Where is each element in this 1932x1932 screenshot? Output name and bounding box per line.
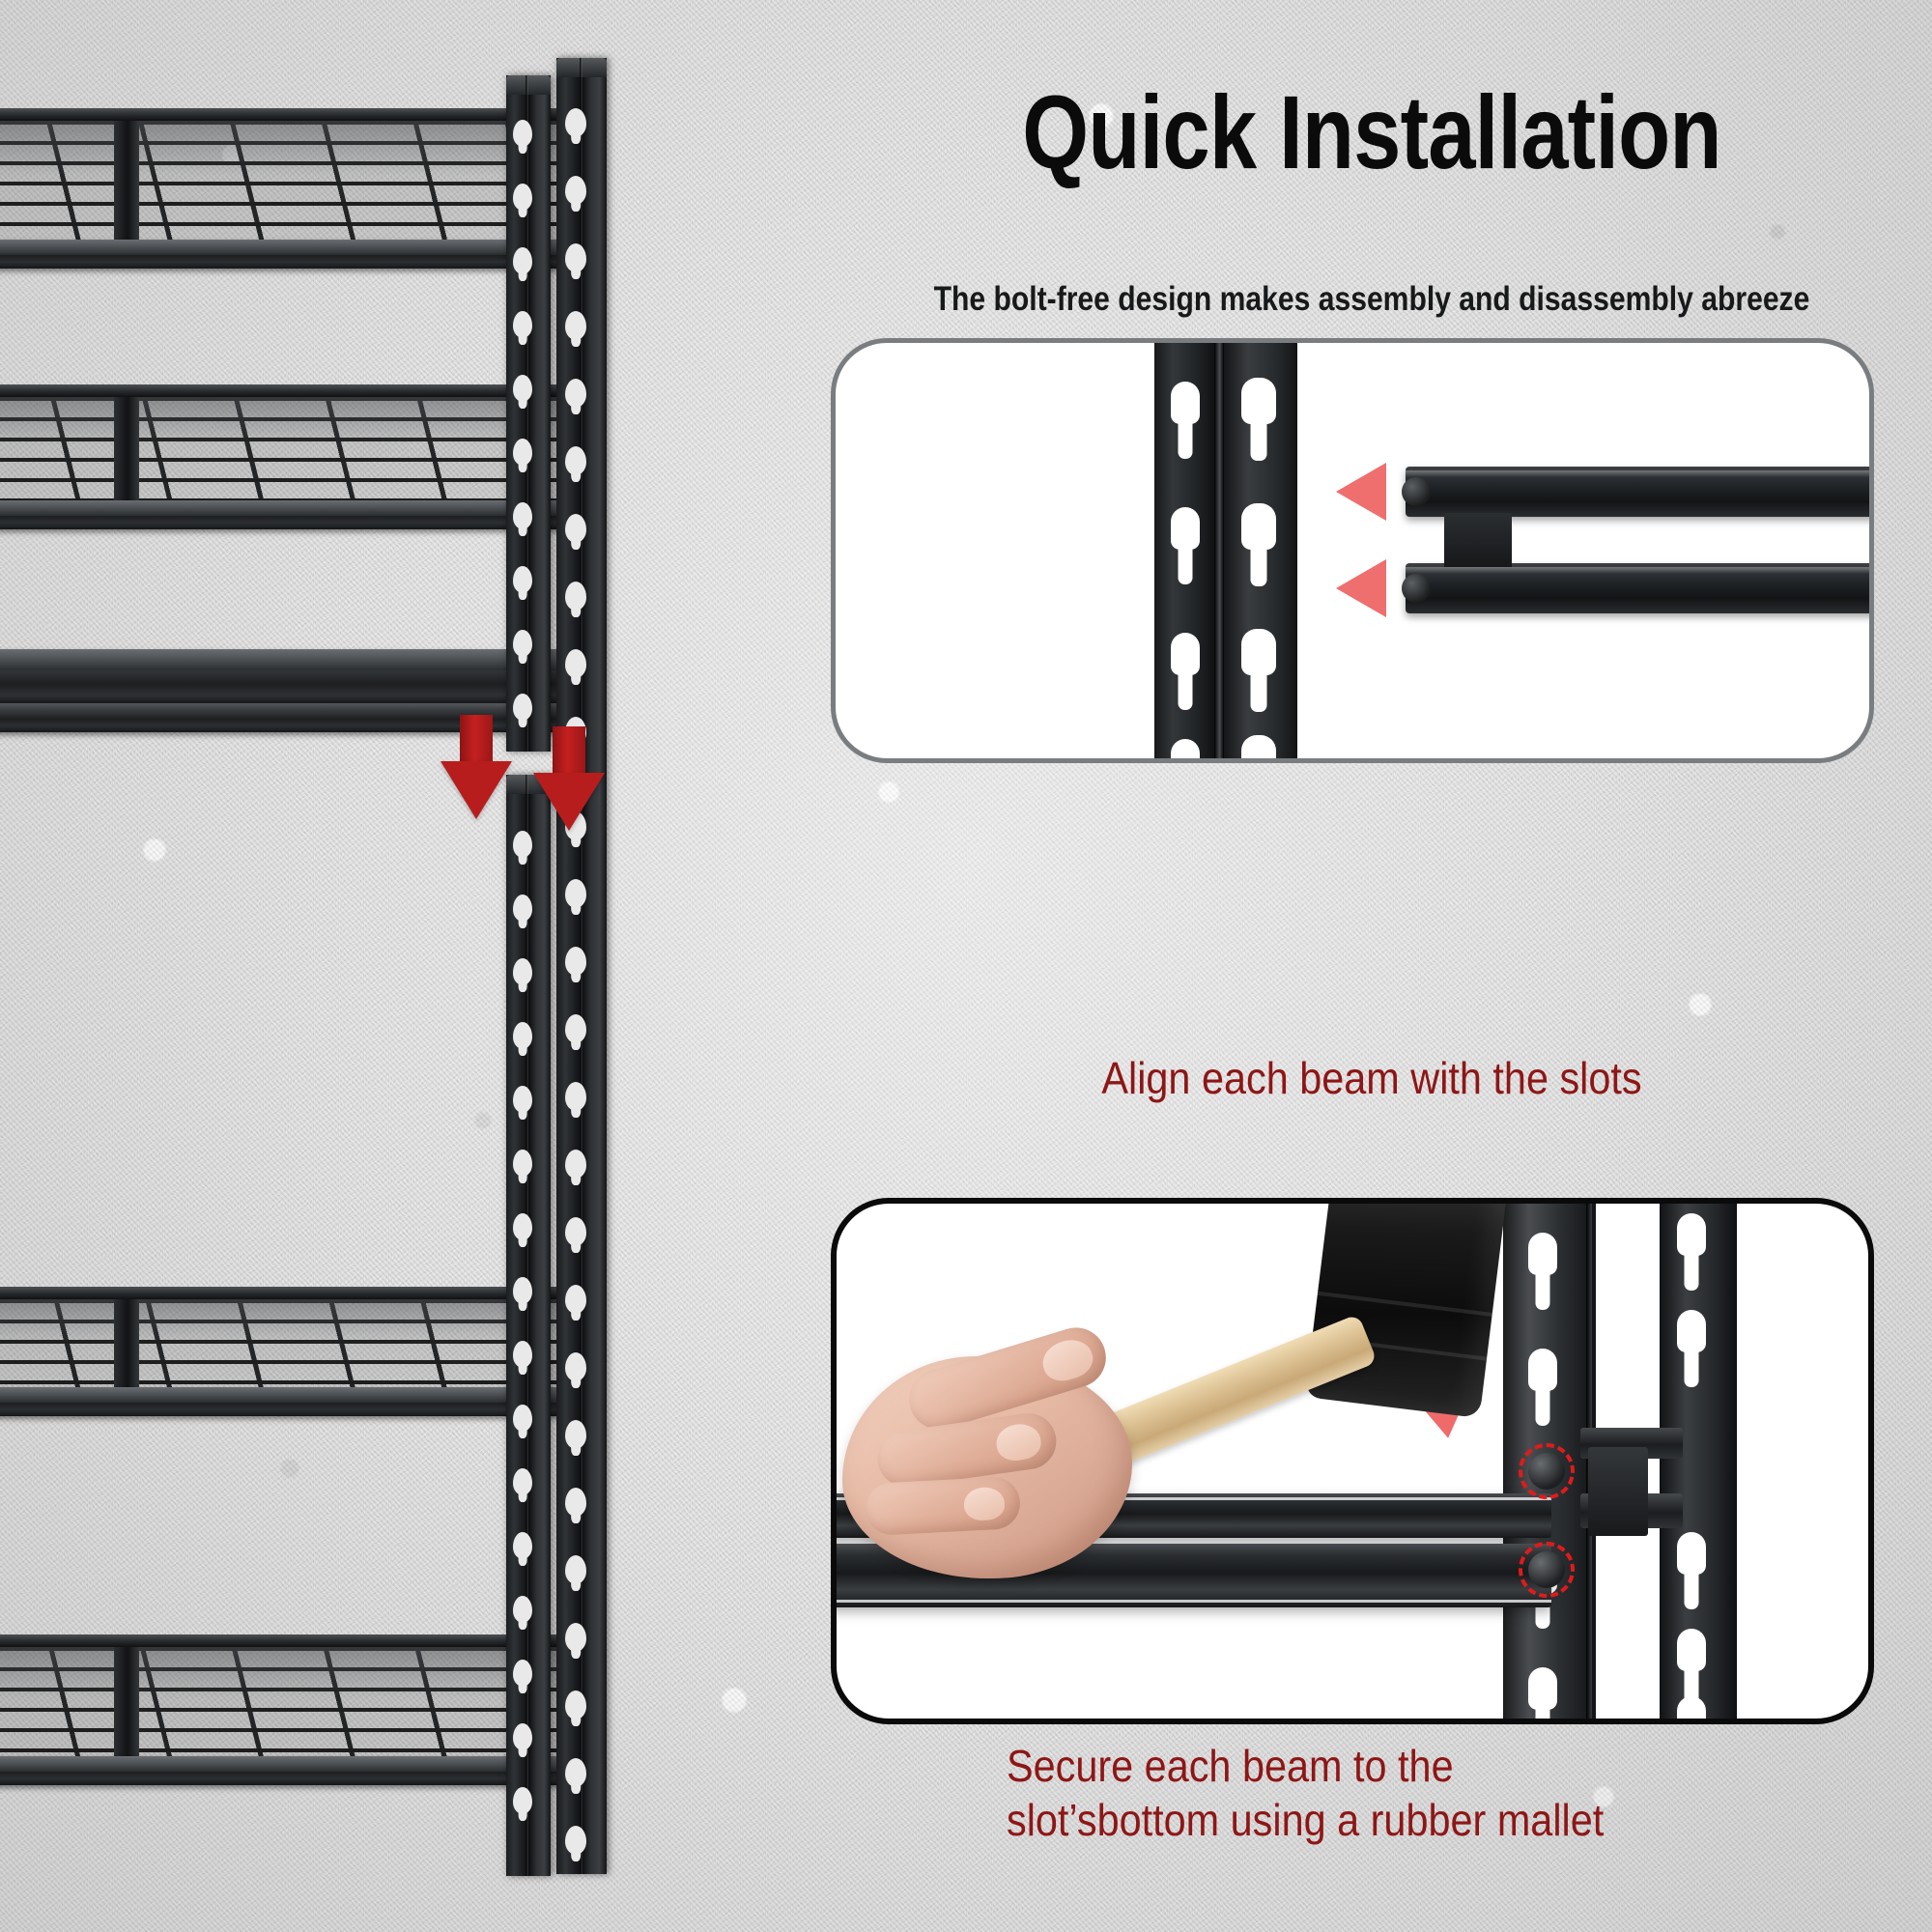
highlight-ring-upper	[1519, 1443, 1575, 1499]
beam-edge-upper	[837, 1497, 1551, 1500]
keyhole-slot	[1171, 507, 1200, 550]
panel-secure-beam	[831, 1198, 1874, 1724]
keyhole-slot	[1528, 1233, 1557, 1275]
page-title: Quick Installation	[1022, 73, 1721, 190]
keyhole-slot	[1677, 1532, 1706, 1575]
deck-support-2	[114, 397, 139, 503]
shelf-tier-4	[0, 1287, 580, 1490]
insert-arrow-left-icon	[440, 715, 512, 823]
fingernail-middle	[994, 1421, 1043, 1463]
keyhole-slot	[1241, 503, 1276, 550]
post-ridge	[1214, 343, 1224, 758]
beam-front-4	[0, 1387, 580, 1416]
deck-support-4	[114, 1299, 139, 1392]
deck-shade-4	[0, 1299, 580, 1392]
upright-post-inner-lower	[506, 775, 551, 1876]
beam-back-4	[0, 1287, 580, 1299]
beam-upper-body	[1406, 467, 1869, 517]
shelving-unit	[0, 0, 802, 1932]
post-edge-a	[526, 75, 528, 752]
beam-front-2	[0, 500, 580, 529]
beam-top-1	[0, 240, 580, 255]
beam-edge-lower	[837, 1600, 1551, 1603]
beam-top-4	[0, 1387, 580, 1403]
deck-support-1	[114, 121, 139, 242]
slot-column-inner-upper	[506, 75, 551, 752]
beam-back-5	[0, 1634, 580, 1647]
highlight-ring-lower	[1519, 1542, 1575, 1598]
wire-deck-5	[0, 1647, 580, 1761]
caption-secure: Secure each beam to the slot’sbottom usi…	[867, 1739, 1876, 1847]
keyhole-slot	[1241, 735, 1276, 758]
beam-front-1	[0, 240, 580, 269]
beam-top-2	[0, 500, 580, 516]
wire-deck-4	[0, 1299, 580, 1392]
panel-align-beam	[831, 338, 1874, 763]
upright-post-inner-upper	[506, 75, 551, 752]
beam-back-1	[0, 108, 580, 121]
keyhole-slot	[1171, 633, 1200, 675]
beam-top-3	[0, 649, 570, 670]
beam-web	[1444, 513, 1512, 567]
keyhole-slot	[1171, 739, 1200, 758]
caption-align: Align each beam with the slots	[1101, 1053, 1642, 1103]
deck-shade-2	[0, 397, 580, 503]
beam-upper-pin	[1402, 477, 1431, 506]
post-edge-c	[526, 775, 528, 1876]
page-subtitle: The bolt-free design makes assembly and …	[933, 280, 1810, 318]
beam-lower-body	[1406, 563, 1869, 613]
keyhole-slot	[1677, 1696, 1706, 1719]
product-photo-shelving-unit	[0, 0, 802, 1932]
shelf-tier-2	[0, 384, 580, 607]
insert-arrow-right-icon	[533, 726, 605, 835]
wire-deck-1	[0, 121, 580, 242]
keyhole-slot	[1171, 382, 1200, 424]
ring-finger	[864, 1475, 1022, 1537]
beam-front-3	[0, 649, 570, 705]
mallet-band-1	[1317, 1291, 1492, 1317]
content-column: Quick Installation The bolt-free design …	[811, 0, 1932, 1932]
cross-bracket-web	[1588, 1447, 1648, 1536]
keyhole-slot	[1528, 1349, 1557, 1391]
rubber-mallet-head	[1304, 1204, 1511, 1419]
beam-top-5	[0, 1756, 580, 1772]
shelf-tier-3	[0, 649, 570, 755]
beam-lower-highlight	[1406, 567, 1869, 574]
fingernail-index	[1037, 1334, 1097, 1386]
align-arrow-lower-icon	[1336, 559, 1386, 617]
slot-column-outer	[556, 58, 607, 1874]
keyhole-slot	[1241, 378, 1276, 424]
wire-deck-2	[0, 397, 580, 503]
beam-front-5	[0, 1756, 580, 1785]
keyhole-slot	[1677, 1310, 1706, 1352]
deck-shade-1	[0, 121, 580, 242]
beam-upper	[1402, 467, 1869, 517]
align-arrow-upper-icon	[1336, 463, 1386, 521]
keyhole-slot	[1677, 1213, 1706, 1256]
beam-back-2	[0, 384, 580, 397]
deck-support-5	[114, 1647, 139, 1761]
post-cap-inner-upper	[506, 75, 551, 95]
beam-lower	[1402, 563, 1869, 613]
deck-shade-5	[0, 1647, 580, 1761]
upright-post-detail	[1154, 343, 1299, 758]
caption-secure-line-2: slot’sbottom using a rubber mallet	[1007, 1795, 1605, 1846]
beam-lower-pin	[1402, 574, 1431, 603]
keyhole-slot	[1677, 1629, 1706, 1671]
caption-secure-line-1: Secure each beam to the	[1007, 1741, 1454, 1791]
keyhole-slot	[1528, 1667, 1557, 1710]
slot-column-inner-lower	[506, 775, 551, 1876]
beam-upper-highlight	[1406, 470, 1869, 477]
keyhole-slot	[1241, 629, 1276, 675]
shelf-tier-1	[0, 108, 580, 330]
upright-post-outer	[556, 58, 607, 1874]
shelf-tier-5	[0, 1634, 580, 1857]
fingernail-ring	[963, 1486, 1006, 1521]
upright-post-back	[1660, 1204, 1737, 1719]
